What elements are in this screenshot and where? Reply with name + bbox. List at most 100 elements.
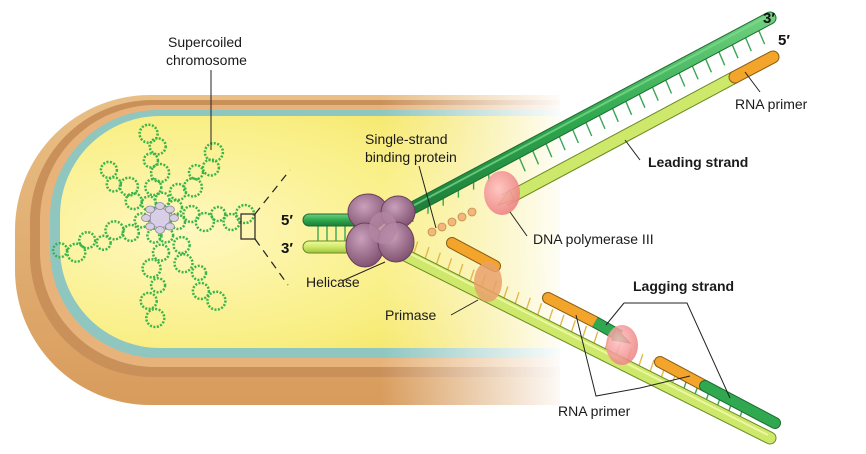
- base-pair-tick: [649, 359, 655, 373]
- chromosome-loop: [209, 205, 227, 223]
- nucleoid-proteins: [141, 202, 179, 234]
- base-pair-tick: [413, 241, 419, 254]
- base-pair-tick: [525, 297, 531, 311]
- label-primase: Primase: [385, 307, 437, 323]
- base-pair-tick: [545, 142, 553, 158]
- base-pair-tick: [458, 263, 464, 277]
- chromosome-loop: [191, 281, 211, 301]
- chromosome-loop: [141, 258, 162, 279]
- nucleoid-protein: [164, 222, 175, 231]
- base-pair-tick: [651, 86, 659, 101]
- base-pair-tick: [469, 269, 475, 282]
- label-rna-primer-top: RNA primer: [735, 96, 808, 112]
- nucleoid-protein: [145, 205, 156, 214]
- label-supercoiled-2: chromosome: [166, 52, 247, 68]
- chromosome-loop: [172, 235, 191, 255]
- label-dna-polymerase: DNA polymerase III: [533, 231, 654, 247]
- chromosome-loop: [144, 177, 163, 197]
- zoom-box: [240, 213, 256, 240]
- base-pair-tick: [570, 320, 576, 333]
- bacterial-cell: [15, 90, 570, 410]
- nucleoid-protein: [164, 205, 175, 214]
- base-pair-tick: [571, 128, 580, 144]
- label-ssb-1: Single-strand: [365, 131, 448, 147]
- helicase-enzyme: [345, 193, 416, 268]
- base-pair-tick: [446, 258, 453, 271]
- chromosome-loop: [145, 307, 166, 329]
- dna-polymerase-lagging: [606, 325, 638, 365]
- chromosome-loop: [203, 141, 225, 163]
- nucleoid-protein: [141, 214, 151, 222]
- chromosome-loop: [142, 152, 160, 169]
- label-rna-primer-bottom: RNA primer: [558, 403, 631, 419]
- base-pair-tick: [558, 135, 566, 151]
- primase-enzyme: [474, 262, 502, 302]
- base-pair-tick: [731, 43, 739, 59]
- base-pair-tick: [704, 58, 713, 73]
- label-leading-strand: Leading strand: [648, 154, 749, 170]
- chromosome-loop: [99, 160, 119, 180]
- base-pair-tick: [424, 246, 430, 260]
- chromosome-loop: [151, 243, 171, 262]
- chromosome-loop: [77, 230, 97, 250]
- chromosome-loop: [149, 277, 167, 294]
- ssb-protein: [447, 217, 457, 227]
- end-label-right-3prime: 3′: [763, 10, 775, 27]
- ssb-protein: [457, 212, 467, 222]
- chromosome-loop: [66, 242, 87, 263]
- label-supercoiled-1: Supercoiled: [168, 34, 242, 50]
- base-pair-tick: [624, 100, 633, 116]
- nucleoid-protein: [169, 214, 179, 222]
- base-pair-tick: [531, 150, 540, 165]
- dna-polymerase-leading: [484, 171, 520, 215]
- rna-primer-leading: [728, 50, 780, 84]
- base-pair-tick: [744, 36, 752, 52]
- base-pair-tick: [548, 308, 554, 322]
- label-helicase: Helicase: [306, 274, 360, 290]
- chromosome-loop: [173, 252, 194, 274]
- chromosome-loop: [104, 220, 125, 241]
- end-label-left-5prime: 5′: [281, 212, 293, 229]
- chromosome-loop: [118, 176, 140, 197]
- chromosome-loop: [169, 213, 187, 231]
- base-pair-tick: [664, 79, 673, 94]
- leading-template-strand: [383, 11, 777, 227]
- base-pair-tick: [593, 331, 599, 344]
- nucleoid-protein: [155, 202, 165, 210]
- chromosome-loop: [139, 291, 158, 311]
- base-pair-tick: [691, 65, 699, 80]
- base-pair-tick: [598, 114, 606, 130]
- base-pair-tick: [638, 93, 646, 108]
- chromosome-loop: [206, 290, 227, 311]
- base-pair-tick: [718, 51, 726, 66]
- chromosome-loop: [95, 234, 112, 252]
- chromosome-loop: [190, 264, 208, 282]
- chromosome-loop: [187, 163, 205, 181]
- zoom-line-top: [254, 169, 291, 215]
- base-pair-tick: [536, 303, 543, 316]
- base-pair-tick: [503, 286, 509, 299]
- chromosome-loop: [148, 137, 167, 156]
- chromosome-loop: [138, 123, 159, 144]
- base-pair-tick: [581, 325, 588, 339]
- label-lagging-strand: Lagging strand: [633, 278, 735, 294]
- base-pair-tick: [678, 72, 686, 87]
- base-pair-tick: [585, 121, 593, 137]
- base-pair-tick: [611, 107, 619, 123]
- single-strand-binding-proteins: [427, 207, 477, 237]
- base-pair-tick: [638, 353, 644, 367]
- nucleoid-protein: [155, 226, 165, 234]
- ssb-protein: [427, 227, 437, 237]
- chromosome-loop: [121, 223, 141, 243]
- zoom-line-bottom: [254, 238, 289, 286]
- base-pair-tick: [435, 252, 441, 265]
- leader-lines: [341, 71, 761, 399]
- end-label-left-3prime: 3′: [281, 240, 293, 257]
- okazaki-fragment-3: [654, 356, 781, 429]
- end-label-right-5prime: 5′: [778, 32, 790, 49]
- chromosome-loop: [51, 241, 69, 259]
- chromosome-loop: [124, 191, 143, 211]
- label-ssb-2: binding protein: [365, 149, 457, 165]
- ssb-protein: [437, 222, 447, 232]
